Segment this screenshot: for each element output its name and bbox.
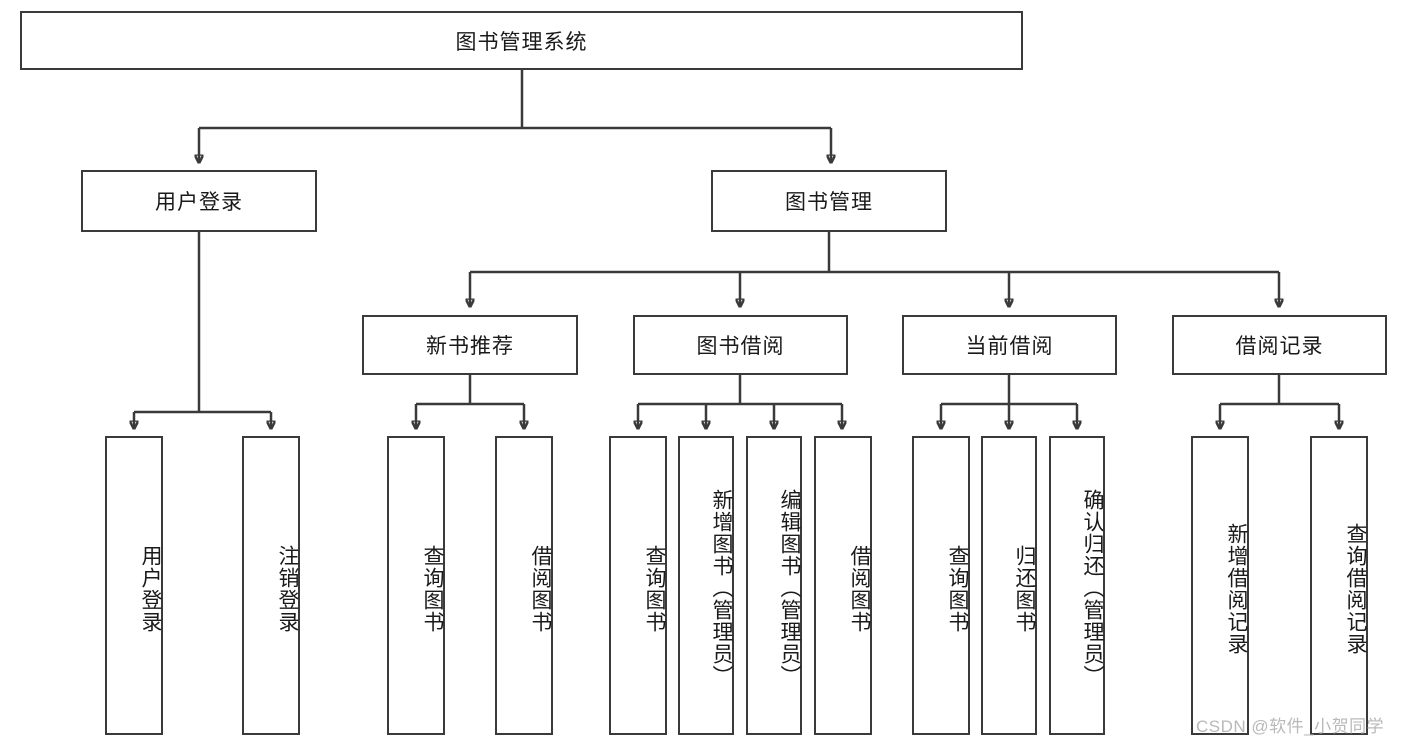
node-book-borrow[interactable]: 图书借阅 <box>633 315 848 375</box>
leaf-borrow-borrow-book[interactable]: 借阅图书 <box>814 436 872 735</box>
node-label: 借阅图书 <box>848 544 871 633</box>
node-label: 查询图书 <box>946 544 969 633</box>
leaf-user-logout[interactable]: 注销登录 <box>242 436 300 735</box>
node-current-borrow[interactable]: 当前借阅 <box>902 315 1117 375</box>
node-label: 图书管理系统 <box>455 30 588 54</box>
node-label: 用户登录 <box>139 544 162 633</box>
node-label: 新增借阅记录 <box>1225 522 1248 655</box>
node-label: 借阅图书 <box>529 544 552 633</box>
leaf-borrow-edit-book-admin[interactable]: 编辑图书（管理员） <box>746 436 802 735</box>
node-label: 确认归还（管理员） <box>1081 488 1104 687</box>
node-label: 当前借阅 <box>965 335 1054 358</box>
leaf-record-add-borrow-record[interactable]: 新增借阅记录 <box>1191 436 1249 735</box>
leaf-recommend-query-book[interactable]: 查询图书 <box>387 436 445 735</box>
node-label: 查询图书 <box>643 544 666 633</box>
watermark: CSDN @软件_小贺同学 <box>1196 717 1385 736</box>
leaf-current-confirm-return-admin[interactable]: 确认归还（管理员） <box>1049 436 1105 735</box>
node-book-management[interactable]: 图书管理 <box>711 170 947 232</box>
node-label: 新书推荐 <box>426 335 514 358</box>
node-label: 注销登录 <box>276 544 299 633</box>
node-new-book-recommend[interactable]: 新书推荐 <box>362 315 578 375</box>
node-root-book-management-system[interactable]: 图书管理系统 <box>20 11 1023 70</box>
node-label: 借阅记录 <box>1235 335 1324 358</box>
node-user-login[interactable]: 用户登录 <box>81 170 317 232</box>
node-label: 归还图书 <box>1013 544 1036 633</box>
leaf-current-return-book[interactable]: 归还图书 <box>981 436 1037 735</box>
leaf-record-query-borrow-record[interactable]: 查询借阅记录 <box>1310 436 1368 735</box>
leaf-current-query-book[interactable]: 查询图书 <box>912 436 970 735</box>
node-label: 新增图书（管理员） <box>710 488 733 687</box>
node-label: 用户登录 <box>155 191 243 214</box>
leaf-borrow-query-book[interactable]: 查询图书 <box>609 436 667 735</box>
node-label: 图书借阅 <box>696 335 785 358</box>
leaf-borrow-add-book-admin[interactable]: 新增图书（管理员） <box>678 436 734 735</box>
node-label: 编辑图书（管理员） <box>778 488 801 687</box>
node-label: 图书管理 <box>785 191 873 214</box>
node-borrow-record[interactable]: 借阅记录 <box>1172 315 1387 375</box>
node-label: 查询图书 <box>421 544 444 633</box>
node-label: 查询借阅记录 <box>1344 522 1367 655</box>
leaf-user-login[interactable]: 用户登录 <box>105 436 163 735</box>
leaf-recommend-borrow-book[interactable]: 借阅图书 <box>495 436 553 735</box>
